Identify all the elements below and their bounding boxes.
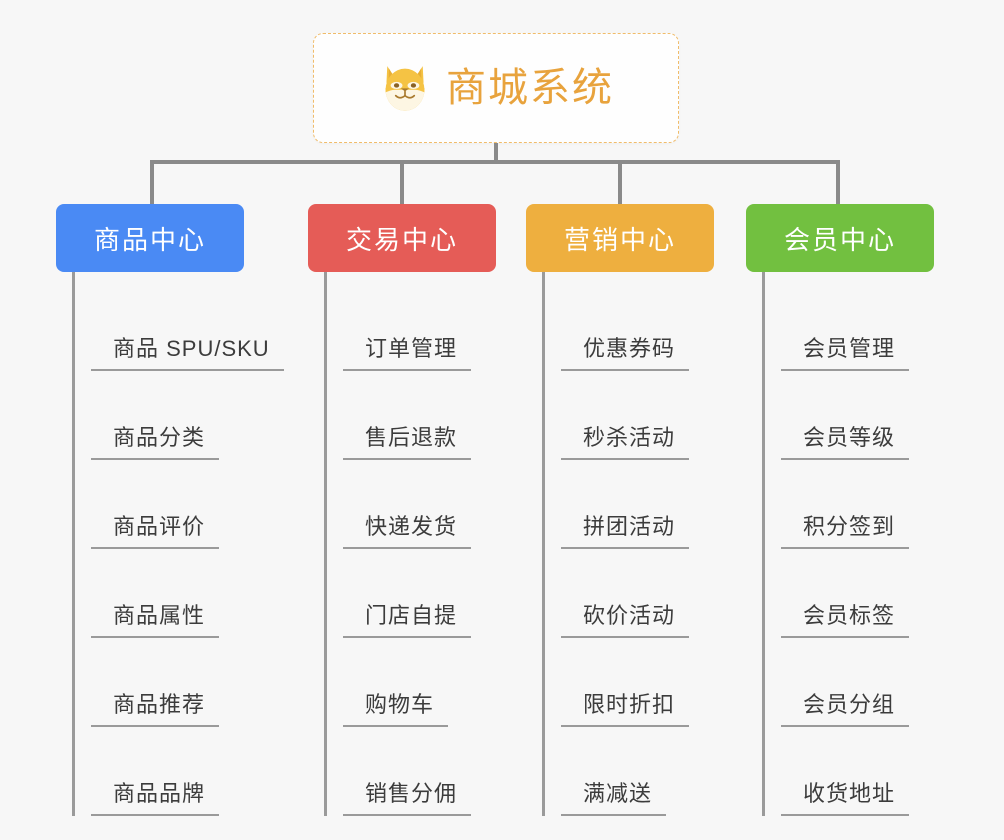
- category-header-trade-center[interactable]: 交易中心: [308, 204, 496, 272]
- leaf-item[interactable]: 商品分类: [75, 371, 306, 460]
- category-header-label: 商品中心: [93, 224, 206, 255]
- leaf-item-label: 购物车: [343, 687, 449, 727]
- leaf-item[interactable]: 秒杀活动: [545, 371, 746, 460]
- leaf-item-label: 商品品牌: [91, 776, 220, 816]
- connector-drop-column-4: [836, 160, 840, 204]
- shiba-inu-dog-face-icon: [385, 66, 425, 111]
- leaf-item-label: 收货地址: [781, 776, 910, 816]
- leaf-item-label: 会员标签: [781, 598, 910, 638]
- root-title: 商城系统: [446, 66, 614, 110]
- leaf-item[interactable]: 门店自提: [327, 549, 528, 638]
- branch-column-product-center: 商品中心 商品 SPU/SKU 商品分类 商品评价 商品属性 商品推荐 商品品牌: [56, 204, 306, 832]
- leaf-item[interactable]: 购物车: [327, 638, 528, 727]
- connector-drop-column-1: [150, 160, 154, 204]
- leaf-item-label: 砍价活动: [561, 598, 690, 638]
- leaf-item-label: 订单管理: [343, 331, 472, 371]
- leaf-item-label: 售后退款: [343, 420, 472, 460]
- leaf-item-label: 商品属性: [91, 598, 220, 638]
- leaf-item-label: 门店自提: [343, 598, 472, 638]
- category-header-marketing-center[interactable]: 营销中心: [526, 204, 714, 272]
- leaf-item-label: 会员等级: [781, 420, 910, 460]
- leaf-list-marketing-center: 优惠券码 秒杀活动 拼团活动 砍价活动 限时折扣 满减送: [542, 272, 746, 816]
- leaf-item[interactable]: 商品推荐: [75, 638, 306, 727]
- leaf-item[interactable]: 会员管理: [765, 282, 966, 371]
- branch-column-marketing-center: 营销中心 优惠券码 秒杀活动 拼团活动 砍价活动 限时折扣 满减送: [526, 204, 746, 832]
- leaf-item-label: 商品分类: [91, 420, 220, 460]
- leaf-item-label: 会员分组: [781, 687, 910, 727]
- leaf-item-label: 会员管理: [781, 331, 910, 371]
- leaf-item[interactable]: 售后退款: [327, 371, 528, 460]
- leaf-item-label: 优惠券码: [561, 331, 690, 371]
- leaf-item-label: 限时折扣: [561, 687, 690, 727]
- connector-drop-column-3: [618, 160, 622, 204]
- category-header-label: 交易中心: [345, 224, 458, 255]
- leaf-item[interactable]: 会员分组: [765, 638, 966, 727]
- leaf-list-product-center: 商品 SPU/SKU 商品分类 商品评价 商品属性 商品推荐 商品品牌: [72, 272, 306, 816]
- category-header-label: 会员中心: [783, 224, 896, 255]
- category-header-product-center[interactable]: 商品中心: [56, 204, 244, 272]
- leaf-item[interactable]: 积分签到: [765, 460, 966, 549]
- leaf-list-trade-center: 订单管理 售后退款 快递发货 门店自提 购物车 销售分佣: [324, 272, 528, 816]
- leaf-item[interactable]: 限时折扣: [545, 638, 746, 727]
- leaf-item[interactable]: 商品属性: [75, 549, 306, 638]
- leaf-item-label: 满减送: [561, 776, 667, 816]
- leaf-item[interactable]: 满减送: [545, 727, 746, 816]
- leaf-item-label: 商品推荐: [91, 687, 220, 727]
- leaf-item-label: 积分签到: [781, 509, 910, 549]
- leaf-item[interactable]: 会员标签: [765, 549, 966, 638]
- leaf-item[interactable]: 会员等级: [765, 371, 966, 460]
- category-header-label: 营销中心: [563, 224, 676, 255]
- leaf-item[interactable]: 销售分佣: [327, 727, 528, 816]
- leaf-item[interactable]: 拼团活动: [545, 460, 746, 549]
- leaf-item-label: 商品 SPU/SKU: [91, 331, 284, 371]
- leaf-item[interactable]: 商品 SPU/SKU: [75, 282, 306, 371]
- leaf-item-label: 快递发货: [343, 509, 472, 549]
- leaf-item-label: 销售分佣: [343, 776, 472, 816]
- connector-root-stem: [494, 143, 498, 164]
- connector-horizontal-bus: [150, 160, 840, 164]
- leaf-list-member-center: 会员管理 会员等级 积分签到 会员标签 会员分组 收货地址: [762, 272, 966, 816]
- category-header-member-center[interactable]: 会员中心: [746, 204, 934, 272]
- leaf-item[interactable]: 商品品牌: [75, 727, 306, 816]
- branch-column-trade-center: 交易中心 订单管理 售后退款 快递发货 门店自提 购物车 销售分佣: [308, 204, 528, 832]
- root-node[interactable]: 商城系统: [313, 33, 679, 143]
- branch-column-member-center: 会员中心 会员管理 会员等级 积分签到 会员标签 会员分组 收货地址: [746, 204, 966, 832]
- leaf-item-label: 秒杀活动: [561, 420, 690, 460]
- leaf-item[interactable]: 商品评价: [75, 460, 306, 549]
- leaf-item[interactable]: 优惠券码: [545, 282, 746, 371]
- leaf-item-label: 拼团活动: [561, 509, 690, 549]
- leaf-item-label: 商品评价: [91, 509, 220, 549]
- leaf-item[interactable]: 订单管理: [327, 282, 528, 371]
- connector-drop-column-2: [400, 160, 404, 204]
- leaf-item[interactable]: 砍价活动: [545, 549, 746, 638]
- leaf-item[interactable]: 快递发货: [327, 460, 528, 549]
- leaf-item[interactable]: 收货地址: [765, 727, 966, 816]
